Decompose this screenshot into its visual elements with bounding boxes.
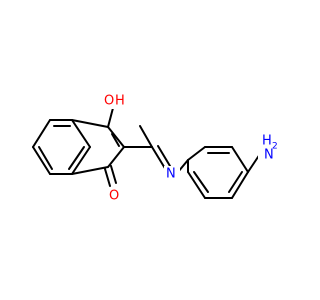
double-bond-inner xyxy=(111,133,120,147)
bond xyxy=(32,119,51,148)
imine-label: N xyxy=(164,166,180,182)
aminophenyl-ring xyxy=(187,146,249,199)
double-bond-inner xyxy=(193,171,209,193)
bond xyxy=(71,166,109,175)
bond xyxy=(32,146,51,175)
hydroxyl-label: O H xyxy=(103,93,131,109)
bond xyxy=(107,146,125,168)
amine-label: H 2 N xyxy=(258,130,282,163)
bond xyxy=(71,146,91,175)
bond xyxy=(71,119,109,128)
benzene-ring xyxy=(32,119,91,175)
bond xyxy=(187,171,206,199)
bond xyxy=(231,146,249,173)
amine-nitrogen: N xyxy=(264,148,274,163)
double-bond-inner xyxy=(228,171,243,193)
bond xyxy=(231,171,249,199)
bond-methyl xyxy=(139,125,153,148)
double-bond-inner xyxy=(38,146,53,170)
double-bond-inner xyxy=(68,146,85,170)
bond xyxy=(187,146,206,161)
hydroxyl-oxygen: O xyxy=(104,94,114,109)
bond-c-n-double xyxy=(157,145,171,167)
amine-subscript: 2 xyxy=(272,142,278,152)
molecule-structure: O H O N H 2 N xyxy=(32,93,282,204)
ketone-label: O xyxy=(107,187,121,204)
bond xyxy=(107,126,125,148)
bond-c-o-double xyxy=(104,168,111,187)
imine-nitrogen: N xyxy=(166,167,176,182)
bond xyxy=(71,119,91,148)
amine-hydrogen: H xyxy=(262,134,272,149)
bond-c-n-double xyxy=(151,146,167,171)
cyclopentene-ring xyxy=(71,119,125,175)
hydroxyl-hydrogen: H xyxy=(115,94,125,109)
bond-c-o-double xyxy=(110,165,117,184)
bond-c-oh xyxy=(107,107,114,128)
ketone-oxygen: O xyxy=(109,189,119,204)
